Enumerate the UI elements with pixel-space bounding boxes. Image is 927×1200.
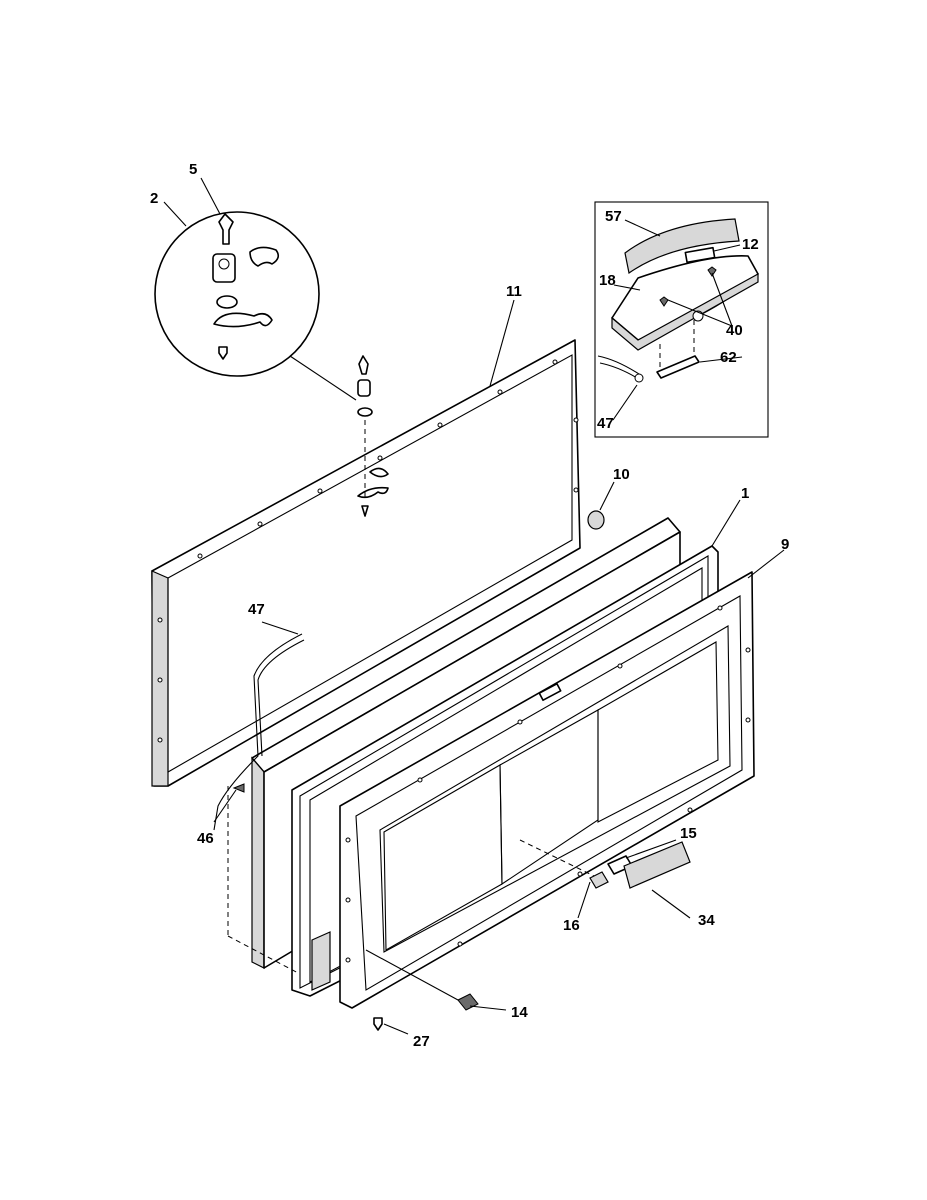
callout-14: 14 xyxy=(511,1004,528,1021)
wire-harness xyxy=(213,633,305,831)
callout-labels: 5 2 11 57 12 18 40 62 47 10 1 9 47 46 15… xyxy=(150,161,789,1050)
callout-47-inset: 47 xyxy=(597,415,614,432)
callout-57: 57 xyxy=(605,208,622,225)
callout-27: 27 xyxy=(413,1033,430,1050)
callout-47: 47 xyxy=(248,601,265,618)
callout-12: 12 xyxy=(742,236,759,253)
callout-62: 62 xyxy=(720,349,737,366)
callout-15: 15 xyxy=(680,825,697,842)
callout-11: 11 xyxy=(506,283,522,300)
handle-inset-box xyxy=(594,201,769,438)
callout-10: 10 xyxy=(613,466,630,483)
callout-16: 16 xyxy=(563,917,580,934)
outer-door-panel xyxy=(151,339,581,787)
callout-1: 1 xyxy=(741,485,749,502)
callout-2: 2 xyxy=(150,190,158,207)
callout-40: 40 xyxy=(726,322,743,339)
callout-leaders xyxy=(163,177,785,1035)
small-parts xyxy=(373,510,691,1031)
callout-34: 34 xyxy=(698,912,715,929)
callout-18: 18 xyxy=(599,272,616,289)
callout-9: 9 xyxy=(781,536,789,553)
liner-holes xyxy=(345,605,751,963)
inner-door-liner xyxy=(339,571,755,1009)
callout-46: 46 xyxy=(197,830,214,847)
lock-detail-circle xyxy=(154,211,357,401)
panel-holes xyxy=(157,359,579,743)
callout-5: 5 xyxy=(189,161,197,178)
